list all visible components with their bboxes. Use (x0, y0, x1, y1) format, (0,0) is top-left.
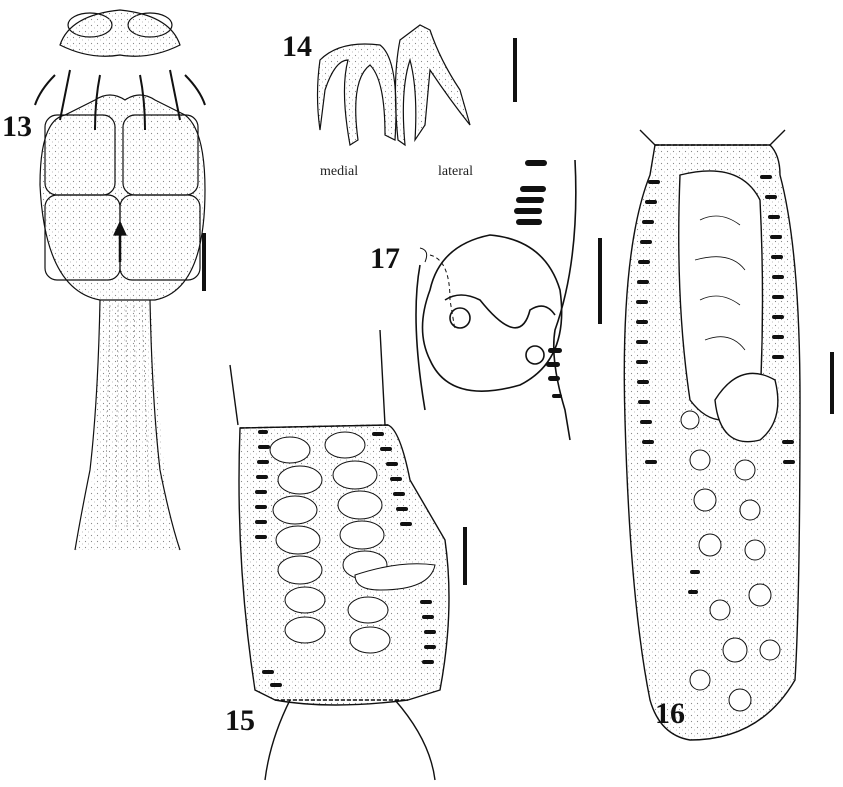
figure-15-label: 15 (225, 704, 255, 737)
scale-bar (463, 527, 467, 585)
scale-bar (202, 233, 206, 291)
scale-bar (513, 38, 517, 102)
lateral-label: lateral (438, 164, 473, 179)
cirrus-sac-drawing (415, 159, 577, 441)
hooks-drawing (316, 24, 471, 147)
figure-13-label: 13 (2, 110, 32, 143)
proglottid-16-drawing (623, 129, 801, 741)
figure-16-label: 16 (655, 697, 685, 730)
medial-label: medial (320, 164, 359, 179)
scolex-drawing (34, 9, 206, 551)
figure-17-label: 17 (370, 242, 400, 275)
proglottid-15-drawing (229, 329, 450, 781)
scale-bar (830, 352, 834, 414)
scale-bar (598, 238, 602, 324)
figure-14-label: 14 (282, 30, 312, 63)
